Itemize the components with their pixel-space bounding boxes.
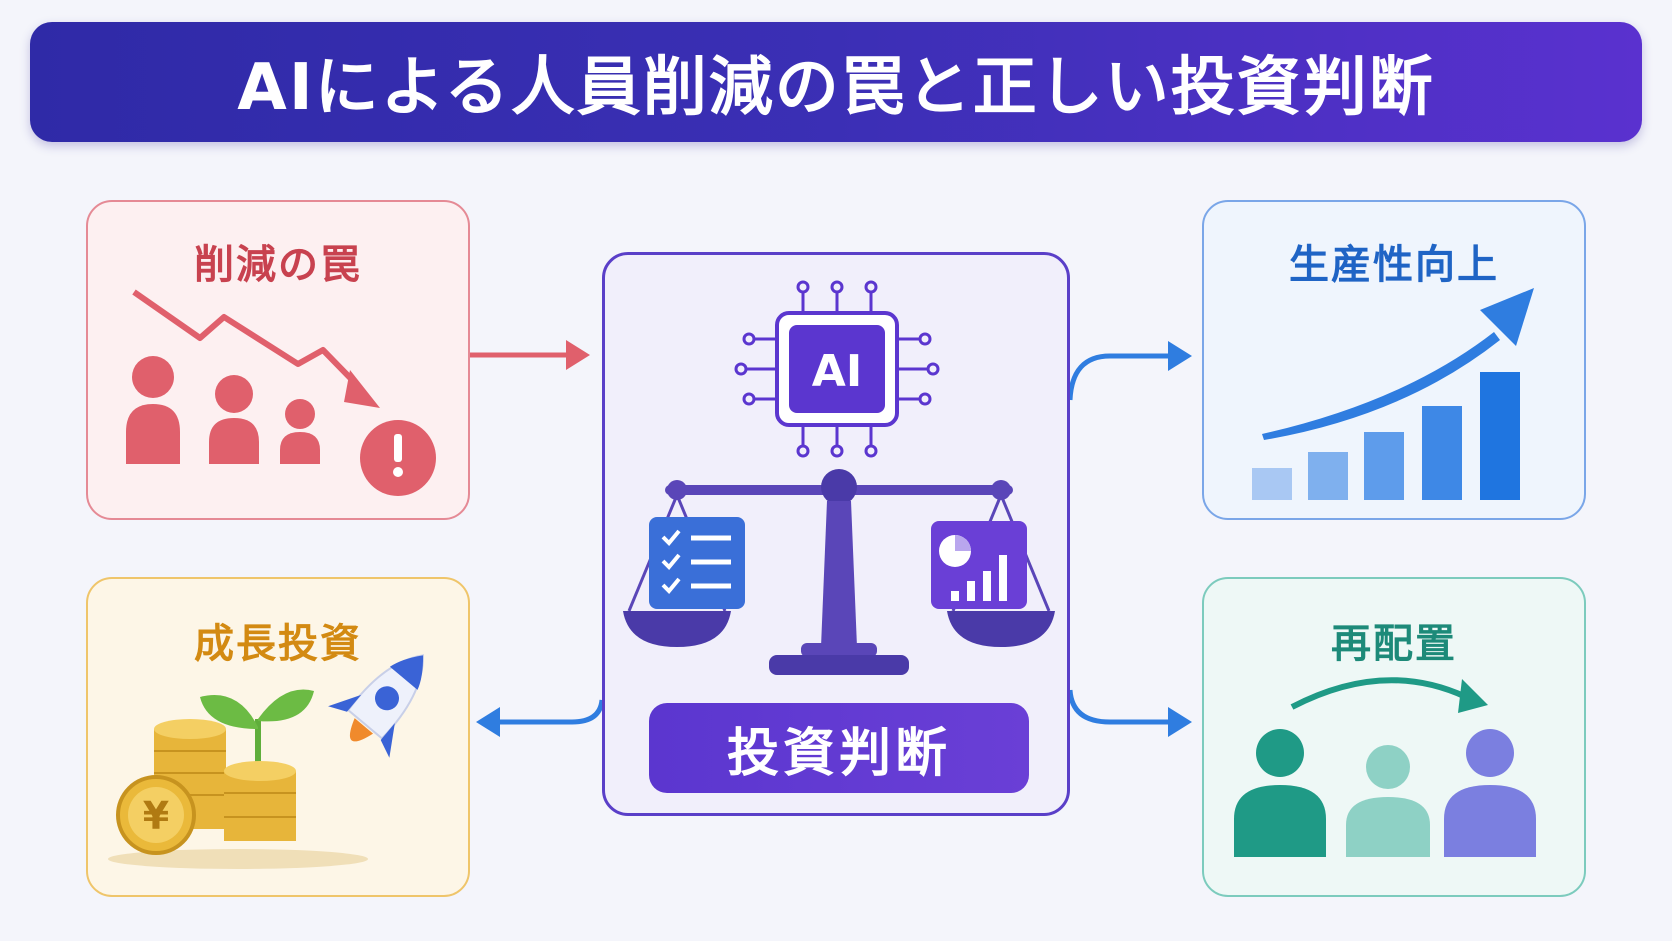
bar-chart-icon [1252,372,1520,500]
curved-arrow-icon [1290,677,1488,713]
ai-chip-icon: AI [734,280,940,458]
arrow-to-center-icon [470,340,590,370]
investment-decision-button: 投資判断 [649,703,1029,793]
down-trend-arrow-icon [132,289,380,408]
sprout-icon [200,689,314,767]
svg-text:¥: ¥ [143,794,169,838]
page-title: AIによる人員削減の罠と正しい投資判断 [237,51,1435,125]
yen-coin-icon: ¥ [116,775,196,855]
chart-report-icon [931,521,1027,609]
ai-chip-label: AI [812,346,862,397]
card-growth-investment-label: 成長投資 [194,621,362,667]
card-relocation: 再配置 [1202,577,1586,897]
balance-scale-icon [623,469,1055,675]
people-group-icon [126,356,320,464]
title-bar: AIによる人員削減の罠と正しい投資判断 [30,22,1642,142]
card-productivity: 生産性向上 [1202,200,1586,520]
card-investment-decision: AI [602,252,1070,816]
arrow-to-growth-icon [476,699,605,737]
arrow-to-relocation-icon [1067,689,1192,737]
checklist-icon [649,517,745,609]
arrow-to-productivity-icon [1067,341,1192,401]
card-growth-investment: 成長投資 ¥ [86,577,470,897]
warning-icon [360,420,436,496]
card-productivity-label: 生産性向上 [1289,242,1499,288]
people-group-icon [1234,729,1536,857]
rocket-icon [328,654,424,758]
card-cut-trap-label: 削減の罠 [194,242,362,288]
up-trend-arrow-icon [1262,288,1534,440]
card-relocation-label: 再配置 [1331,621,1457,667]
card-cut-trap: 削減の罠 [86,200,470,520]
